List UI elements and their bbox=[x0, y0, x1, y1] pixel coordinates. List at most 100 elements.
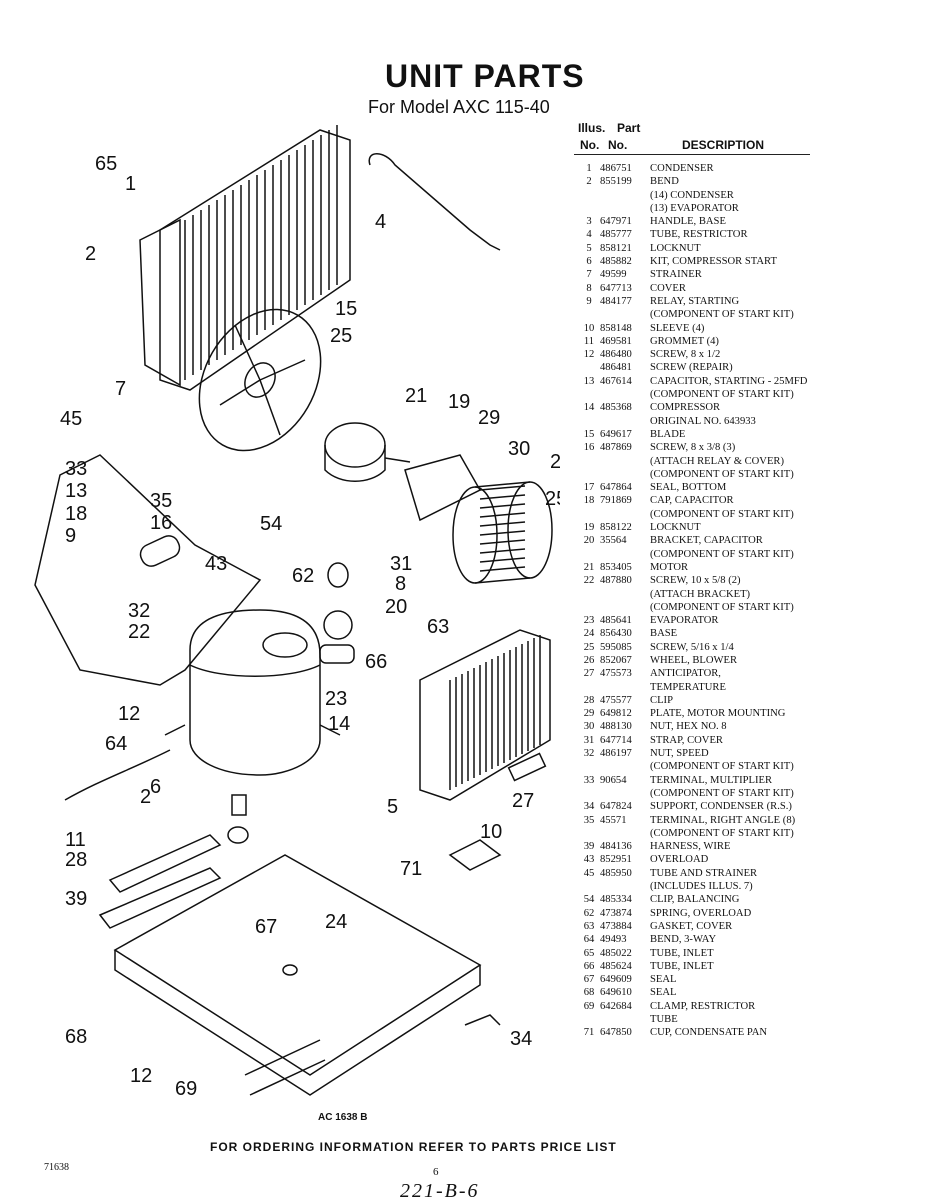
callout-number: 21 bbox=[405, 385, 427, 407]
part-number: 467614 bbox=[600, 375, 632, 387]
part-description: OVERLOAD bbox=[650, 854, 709, 866]
page-title: UNIT PARTS bbox=[385, 58, 585, 94]
part-description: (ATTACH RELAY & COVER) bbox=[650, 455, 785, 467]
callout-number: 39 bbox=[65, 888, 87, 910]
callout-number: 25 bbox=[545, 488, 560, 510]
callout-number: 1 bbox=[125, 173, 136, 195]
part-number: 647864 bbox=[600, 482, 632, 494]
illus-number: 30 bbox=[583, 721, 595, 733]
part-number: 649812 bbox=[600, 708, 632, 720]
parts-row: (ATTACH BRACKET) bbox=[578, 588, 928, 601]
part-description: STRAP, COVER bbox=[650, 734, 723, 746]
illus-number: 39 bbox=[583, 841, 595, 853]
capacitor-drawing bbox=[139, 535, 181, 567]
illus-number: 2 bbox=[586, 176, 592, 188]
illus-number: 45 bbox=[583, 867, 595, 879]
illus-number: 7 bbox=[586, 269, 592, 281]
part-description: SCREW, 8 x 1/2 bbox=[650, 349, 721, 361]
illus-number: 25 bbox=[583, 641, 595, 653]
part-description: WHEEL, BLOWER bbox=[650, 654, 738, 666]
callout-number: 23 bbox=[325, 688, 347, 710]
illus-number: 34 bbox=[583, 801, 595, 813]
part-number: 486751 bbox=[600, 163, 632, 174]
callout-number: 12 bbox=[118, 703, 140, 725]
callout-number: 26 bbox=[550, 451, 560, 473]
part-number: 858148 bbox=[600, 322, 632, 334]
part-description: BRACKET, CAPACITOR bbox=[650, 535, 763, 547]
part-number bbox=[600, 388, 650, 401]
callout-labels: 6512415257452119293026331318935165425318… bbox=[60, 153, 560, 1100]
part-description: LOCKNUT bbox=[650, 522, 701, 534]
exploded-parts-diagram: 6512415257452119293026331318935165425318… bbox=[34, 125, 560, 1100]
part-number bbox=[600, 189, 650, 202]
part-description: CUP, CONDENSATE PAN bbox=[650, 1027, 768, 1039]
part-number: 485950 bbox=[600, 867, 632, 879]
gasket-cover-drawing bbox=[319, 644, 355, 664]
part-number: 484136 bbox=[600, 841, 632, 853]
part-description: EVAPORATOR bbox=[650, 615, 719, 627]
part-description: SUPPORT, CONDENSER (R.S.) bbox=[650, 801, 792, 813]
part-description: BEND bbox=[650, 176, 679, 188]
illus-number: 14 bbox=[583, 402, 595, 414]
parts-row: (COMPONENT OF START KIT) bbox=[578, 787, 928, 800]
part-description: SEAL, BOTTOM bbox=[650, 482, 727, 494]
part-number: 35564 bbox=[600, 535, 627, 547]
part-number: 647713 bbox=[600, 282, 632, 294]
callout-number: 54 bbox=[260, 513, 282, 535]
page-number: 6 bbox=[433, 1166, 439, 1178]
part-number: 485777 bbox=[600, 229, 632, 241]
spring-overload-drawing bbox=[327, 562, 349, 588]
part-number: 595085 bbox=[600, 641, 632, 653]
callout-number: 19 bbox=[448, 391, 470, 413]
part-number: 852951 bbox=[600, 854, 632, 866]
illus-number: 13 bbox=[583, 375, 595, 387]
illus-number: 1 bbox=[586, 163, 592, 174]
part-description: TEMPERATURE bbox=[650, 681, 726, 693]
motor-plate-drawing bbox=[404, 454, 482, 522]
figure-reference: AC 1638 B bbox=[318, 1112, 368, 1123]
part-description: TUBE, INLET bbox=[650, 960, 714, 972]
callout-number: 20 bbox=[385, 596, 407, 618]
seal-67-drawing bbox=[108, 834, 222, 893]
part-number bbox=[600, 455, 650, 468]
part-number: 485641 bbox=[600, 615, 632, 627]
parts-row: (COMPONENT OF START KIT) bbox=[578, 760, 928, 773]
illus-number bbox=[578, 787, 600, 800]
callout-number: 31 bbox=[390, 553, 412, 575]
illus-number bbox=[578, 508, 600, 521]
callout-number: 43 bbox=[205, 553, 227, 575]
part-number: 649610 bbox=[600, 987, 632, 999]
part-description: TUBE bbox=[650, 1014, 678, 1025]
illus-number: 69 bbox=[583, 1000, 595, 1012]
callout-number: 65 bbox=[95, 153, 117, 175]
parts-row: (14) CONDENSER bbox=[578, 189, 928, 202]
bottom-seal-drawing bbox=[244, 1039, 326, 1096]
callout-number: 69 bbox=[175, 1078, 197, 1100]
part-number: 475577 bbox=[600, 694, 632, 706]
parts-row: (COMPONENT OF START KIT) bbox=[578, 508, 928, 521]
illus-number bbox=[578, 415, 600, 428]
parts-row: (COMPONENT OF START KIT) bbox=[578, 388, 928, 401]
callout-number: 63 bbox=[427, 616, 449, 638]
illus-number: 23 bbox=[583, 615, 595, 627]
document-number: 71638 bbox=[44, 1162, 69, 1173]
part-description: CLIP, BALANCING bbox=[650, 894, 740, 906]
part-description: GROMMET (4) bbox=[650, 335, 719, 347]
header-illus-bottom: No. bbox=[580, 138, 600, 152]
part-number: 475573 bbox=[600, 668, 632, 680]
callout-number: 10 bbox=[480, 821, 502, 843]
illus-number: 3 bbox=[586, 216, 592, 228]
part-number bbox=[600, 880, 650, 893]
header-part-bottom: No. bbox=[608, 138, 628, 152]
